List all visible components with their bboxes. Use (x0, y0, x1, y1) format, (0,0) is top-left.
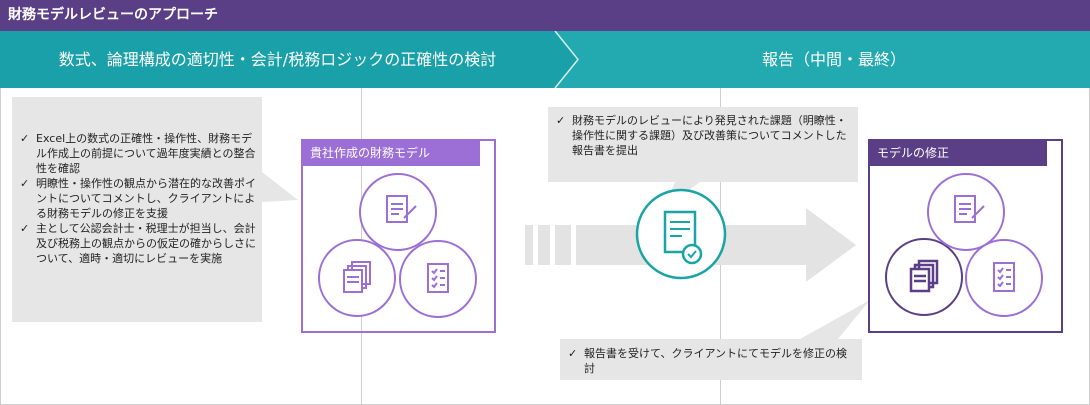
bottom-callout-text: 報告書を受けて、クライアントにてモデルを修正の検討 (568, 346, 853, 376)
list-item: Excel上の数式の正確性・操作性、財務モデル作成上の前提について過年度実績との… (20, 131, 256, 176)
venn-circle-top (359, 173, 437, 251)
checklist-icon (993, 262, 1015, 292)
venn-circle-top (927, 173, 1005, 251)
step-label-review: 数式、論理構成の適切性・会計/税務ロジックの正確性の検討 (58, 50, 497, 69)
client-model-header: 貴社作成の財務モデル (302, 140, 480, 166)
venn-circle-right (965, 239, 1043, 317)
step-chevron-review (0, 31, 578, 88)
document-pencil-icon (954, 195, 985, 223)
list-item: 報告書を受けて、クライアントにてモデルを修正の検討 (568, 346, 853, 376)
report-check-icon (635, 188, 727, 280)
revised-model-header: モデルの修正 (869, 140, 1047, 166)
revised-model-box (868, 139, 1063, 333)
stacked-documents-icon (909, 259, 939, 293)
step-label-report: 報告（中間・最終） (761, 50, 906, 69)
list-item: 明瞭性・操作性の観点から潜在的な改善ポイントについてコメントし、クライアントによ… (20, 176, 256, 221)
page-title: 財務モデルレビューのアプローチ (0, 0, 1090, 31)
list-item: 主として公認会計士・税理士が担当し、会計及び税務上の観点からの仮定の確からしさに… (20, 221, 256, 266)
venn-circle-right (399, 240, 477, 318)
top-callout-text: 財務モデルのレビューにより発見された課題（明瞭性・操作性に関する課題）及び改善策… (556, 113, 852, 158)
client-model-box (301, 139, 496, 333)
left-callout-text: Excel上の数式の正確性・操作性、財務モデル作成上の前提について過年度実績との… (20, 131, 256, 266)
step-chevron-bar (0, 31, 1090, 88)
checklist-icon (427, 263, 449, 293)
stacked-documents-icon (343, 261, 371, 293)
list-item: 財務モデルのレビューにより発見された課題（明瞭性・操作性に関する課題）及び改善策… (556, 113, 852, 158)
step-chevron-report (555, 31, 1090, 88)
document-pencil-icon (386, 195, 417, 223)
client-model-venn (318, 173, 477, 318)
